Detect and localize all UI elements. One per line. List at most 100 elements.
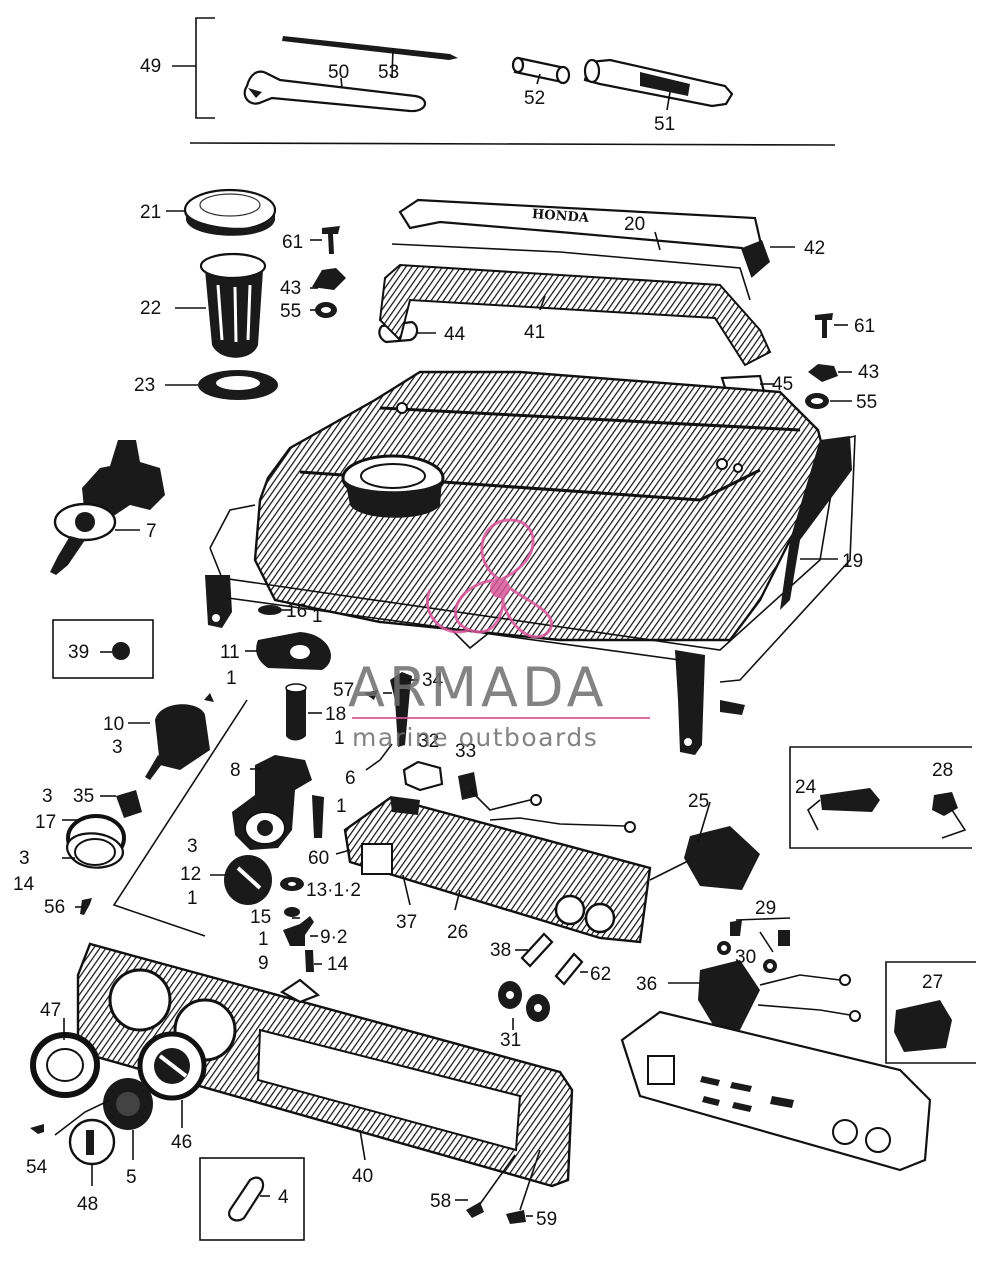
callout-44: 44	[444, 324, 466, 345]
callout-39: 39	[68, 642, 89, 663]
box-spanner-icon	[583, 58, 734, 108]
callout-27: 27	[922, 972, 943, 993]
leader-lines	[54, 210, 852, 1217]
fuses-group	[498, 932, 584, 1022]
watermark-tagline: marine outboards	[352, 723, 598, 752]
brand-badge: HONDA	[532, 207, 591, 226]
callout-7: 7	[146, 521, 157, 542]
screw-icon	[322, 226, 340, 254]
callout-28: 28	[932, 760, 953, 781]
dial-plate-47	[30, 1032, 100, 1098]
strainer-ring-icon	[198, 370, 278, 400]
cover-48	[68, 1118, 116, 1166]
callout-42: 42	[804, 238, 825, 259]
callout-31: 31	[500, 1030, 521, 1051]
bushing-icon	[285, 683, 307, 741]
fuse-icon	[520, 932, 554, 968]
callout-3c: 3	[187, 836, 198, 857]
callout-61a: 61	[282, 232, 303, 253]
group-bracket-left	[112, 699, 248, 937]
screwdriver-icon	[282, 36, 458, 60]
callout-1a: 1	[312, 606, 323, 627]
callout-50: 50	[328, 62, 349, 83]
callout-53: 53	[378, 62, 399, 83]
callout-1f: 1	[258, 929, 269, 950]
callout-48: 48	[77, 1194, 98, 1215]
box-24-28	[789, 746, 972, 849]
tool-kit-group	[172, 17, 836, 146]
frame-icon	[205, 434, 856, 755]
watermark-brand: ARMADA	[348, 656, 608, 719]
callout-34: 34	[422, 670, 444, 691]
plug-connector-icon	[649, 826, 760, 890]
callout-18: 18	[325, 704, 346, 725]
callout-55b: 55	[856, 392, 877, 413]
watermark: ARMADA marine outboards	[348, 518, 650, 752]
callout-45: 45	[772, 374, 793, 395]
callout-11: 11	[220, 642, 240, 663]
small-fittings-group	[280, 877, 314, 972]
dial-plate-46	[137, 1031, 207, 1101]
callout-24: 24	[795, 777, 817, 798]
callout-36: 36	[636, 974, 657, 995]
rear-panel-icon	[620, 1010, 932, 1172]
plug-cap-icon	[112, 642, 130, 660]
fuel-cap-group	[183, 188, 278, 400]
callout-14b: 14	[327, 954, 349, 975]
callout-46: 46	[171, 1132, 192, 1153]
terminal-nut-icon	[932, 792, 958, 816]
switch-bracket-group	[364, 672, 412, 761]
wrench-icon	[243, 70, 426, 113]
callout-59: 59	[536, 1209, 557, 1230]
callout-3a: 3	[112, 737, 123, 758]
callout-1c: 1	[334, 728, 345, 749]
callout-5: 5	[126, 1167, 137, 1188]
callout-29: 29	[755, 898, 776, 919]
callout-10: 10	[103, 714, 124, 735]
control-box-icon	[343, 796, 652, 944]
propeller-hub	[490, 578, 510, 598]
callout-60: 60	[308, 848, 329, 869]
callout-3d: 3	[19, 848, 30, 869]
callout-15: 15	[250, 907, 271, 928]
callout-32: 32	[418, 731, 439, 752]
divider-line	[189, 142, 836, 146]
box-4	[199, 1157, 305, 1241]
callout-26: 26	[447, 922, 468, 943]
knob-group	[66, 790, 142, 915]
callout-labels: 49 50 53 52 51 21 61 20 42 43 22 55 44 4…	[13, 56, 953, 1230]
callout-13: 13·1·2	[306, 880, 361, 901]
callout-30: 30	[735, 947, 756, 968]
callout-23: 23	[134, 375, 155, 396]
box-39	[52, 619, 154, 679]
front-panel-icon	[76, 942, 574, 1188]
callout-8: 8	[230, 760, 241, 781]
callout-1e: 1	[187, 888, 198, 909]
callout-25: 25	[688, 791, 709, 812]
callout-54: 54	[26, 1157, 48, 1178]
callout-4: 4	[278, 1187, 289, 1208]
lamp-bulb-group	[402, 760, 542, 811]
fuse-holder-icon	[820, 788, 880, 812]
callout-56: 56	[44, 897, 65, 918]
callout-21: 21	[140, 202, 161, 223]
callout-41: 41	[524, 322, 545, 343]
callout-38: 38	[490, 940, 511, 961]
callout-17: 17	[35, 812, 56, 833]
callout-37: 37	[396, 912, 417, 933]
washer-tab-icon	[312, 268, 346, 290]
fuel-cock-icon	[50, 440, 165, 575]
callout-22: 22	[140, 298, 161, 319]
socket-icon	[511, 56, 571, 85]
receptacle-cover-icon	[894, 1000, 952, 1052]
callout-40: 40	[352, 1166, 373, 1187]
callout-55a: 55	[280, 301, 301, 322]
callout-6: 6	[345, 768, 356, 789]
callout-52: 52	[524, 88, 545, 109]
fuel-valve-body-icon	[232, 755, 324, 850]
fuel-tank-icon	[253, 370, 830, 642]
propeller-logo-icon	[425, 518, 554, 639]
callout-3b: 3	[42, 786, 53, 807]
callout-1d: 1	[336, 796, 347, 817]
